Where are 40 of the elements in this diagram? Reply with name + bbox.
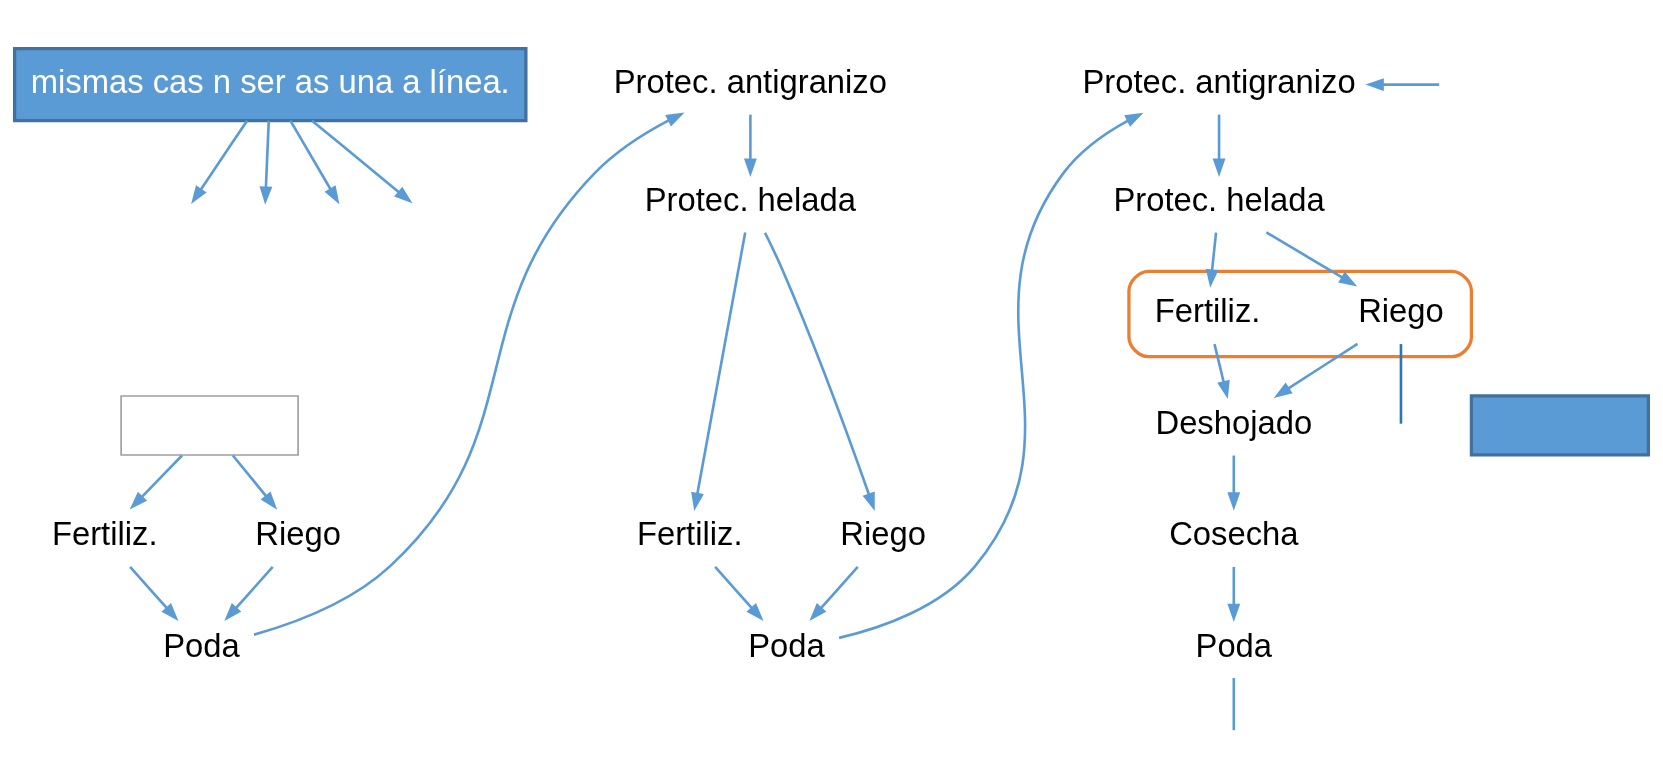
node-text: Fertiliz. <box>51 514 158 552</box>
node-text: Deshojado <box>1155 403 1313 441</box>
arrow <box>1227 566 1241 622</box>
node-text: Riego <box>1358 291 1444 329</box>
arrow <box>1213 343 1230 399</box>
arrow <box>763 231 875 511</box>
arrow <box>691 231 747 511</box>
arrow <box>1212 114 1226 177</box>
arrow <box>1227 455 1241 511</box>
arrow <box>129 454 183 509</box>
node-text: Poda <box>1195 626 1273 664</box>
arrow <box>253 111 685 636</box>
arrow <box>1205 232 1219 288</box>
node-text: Protec. antigranizo <box>1082 62 1356 100</box>
arrow <box>1265 230 1358 286</box>
connector <box>1399 343 1403 424</box>
arrow <box>224 565 274 621</box>
arrow <box>838 112 1144 639</box>
node-text: Riego <box>840 514 926 552</box>
arrow <box>714 565 764 621</box>
arrow <box>1273 342 1359 398</box>
node-text: Cosecha <box>1169 514 1299 552</box>
node-text: Protec. helada <box>1113 180 1325 218</box>
arrow <box>1365 77 1440 91</box>
node-text: Fertiliz. <box>1154 291 1261 329</box>
arrow <box>191 119 249 204</box>
node-text: Poda <box>748 626 825 664</box>
arrow <box>231 454 278 510</box>
node-box: mismas cas n ser as una a línea. <box>12 46 528 122</box>
arrow <box>743 114 757 177</box>
arrow <box>809 565 859 621</box>
node-box <box>1469 393 1651 457</box>
connector <box>1232 677 1236 730</box>
node-text: Riego <box>255 514 341 552</box>
node-text: Fertiliz. <box>636 514 743 552</box>
node-text: Poda <box>163 626 240 664</box>
arrow <box>129 565 179 621</box>
node-box <box>120 394 299 456</box>
node-text: Protec. antigranizo <box>613 62 887 100</box>
node-text: Protec. helada <box>644 180 857 218</box>
